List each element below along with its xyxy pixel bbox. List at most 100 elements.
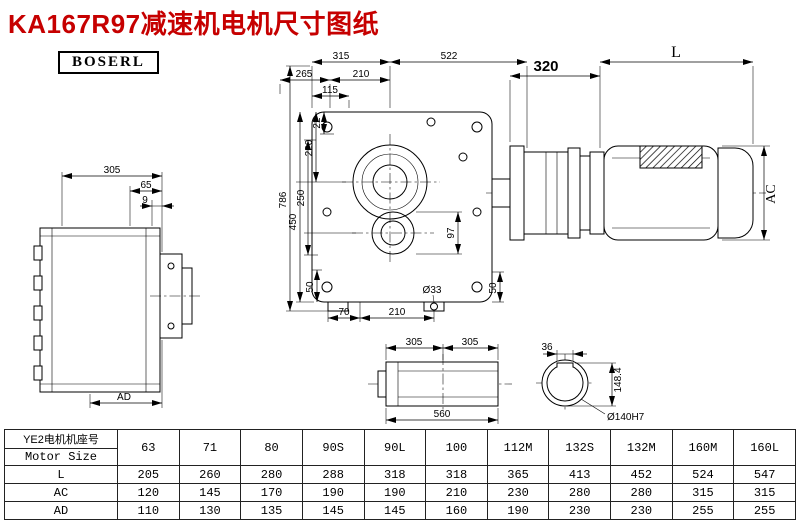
cell: 365 (486, 465, 550, 484)
size-col-header: 160L (733, 429, 796, 466)
size-col-header: 90S (301, 429, 365, 466)
dim-50-left-label: 50 (305, 281, 316, 293)
gearbox-front-view: 315 522 265 210 115 22 220 250 450 786 (278, 51, 528, 322)
dim-450-label: 450 (288, 213, 299, 230)
cell: 318 (363, 465, 427, 484)
dim-9-label: 9 (142, 195, 148, 206)
cell: 315 (733, 483, 796, 502)
dim-210-top-label: 210 (353, 69, 370, 80)
dim-65-label: 65 (140, 180, 152, 191)
dim-36-label: 36 (541, 342, 553, 353)
cell: 135 (240, 501, 303, 520)
dim-70-label: 70 (338, 307, 350, 318)
row-label: AC (4, 483, 118, 502)
dim-ac-label: AC (764, 184, 779, 203)
terminal-box-hatch (639, 145, 703, 169)
page-title: KA167R97减速机电机尺寸图纸 (8, 9, 380, 39)
dim-97-label: 97 (446, 227, 457, 239)
shaft-end-view: 36 148.4 Ø140H7 (536, 342, 645, 423)
input-flange (509, 145, 525, 241)
size-col-header: 100 (425, 429, 488, 466)
brand-logo: BOSERL (58, 51, 159, 74)
table-row-AD: AD 110 130 135 145 145 160 190 230 230 2… (4, 501, 796, 520)
motor-size-table: YE2电机机座号 Motor Size 63 71 80 90S 90L 100… (4, 429, 796, 520)
fan-cowl (717, 147, 754, 239)
size-col-header: 112M (486, 429, 550, 466)
size-col-header: 71 (178, 429, 242, 466)
cell: 524 (671, 465, 735, 484)
dim-148-label: 148.4 (613, 367, 624, 392)
cell: 260 (178, 465, 242, 484)
cell: 230 (610, 501, 673, 520)
dim-250-label: 250 (296, 189, 307, 206)
dim-786-label: 786 (278, 191, 289, 208)
size-col-header: 160M (671, 429, 735, 466)
cell: 210 (425, 483, 488, 502)
gearbox-side-view: 305 65 9 AD (33, 165, 200, 408)
table-row-L: L 205 260 280 288 318 318 365 413 452 52… (4, 465, 796, 484)
dim-522-label: 522 (441, 51, 458, 62)
cell: 145 (363, 501, 427, 520)
dim-305-side-label: 305 (104, 165, 121, 176)
cell: 145 (301, 501, 365, 520)
dim-bore-label: Ø140H7 (607, 412, 645, 423)
dim-210-bottom-label: 210 (389, 307, 406, 318)
cell: 230 (486, 483, 550, 502)
dim-l-label: L (671, 44, 681, 61)
cell: 288 (301, 465, 365, 484)
shaft-body (385, 361, 499, 407)
cell: 120 (117, 483, 180, 502)
cell: 190 (486, 501, 550, 520)
cell: 318 (425, 465, 488, 484)
dim-315-label: 315 (333, 51, 350, 62)
cell: 255 (733, 501, 796, 520)
dim-ad-label: AD (117, 392, 131, 403)
foot-hole-circle (430, 302, 438, 311)
cell: 130 (178, 501, 242, 520)
row-label: L (4, 465, 118, 484)
cell: 160 (425, 501, 488, 520)
cell: 145 (178, 483, 242, 502)
dim-220-label: 220 (304, 139, 315, 156)
cell: 170 (240, 483, 303, 502)
dim-22-label: 22 (312, 117, 323, 129)
motor-frame-label-cn: YE2电机机座号 (5, 431, 117, 449)
size-col-header: 132S (548, 429, 611, 466)
cell: 190 (301, 483, 365, 502)
dim-50-right-label: 50 (488, 282, 499, 294)
cell: 452 (610, 465, 673, 484)
dim-265-label: 265 (296, 69, 313, 80)
dim-305a-label: 305 (406, 337, 423, 348)
table-row-AC: AC 120 145 170 190 190 210 230 280 280 3… (4, 483, 796, 502)
motor-frame-label-en: Motor Size (24, 450, 97, 464)
shaft-end-outer-circle (541, 359, 589, 407)
dim-115-label: 115 (322, 85, 338, 96)
keyway (556, 362, 574, 368)
dim-dia33-label: Ø33 (423, 285, 442, 296)
row-label: AD (4, 501, 118, 520)
cell: 280 (548, 483, 611, 502)
dim-560-label: 560 (434, 409, 451, 420)
size-col-header: 80 (240, 429, 303, 466)
size-col-header: 90L (363, 429, 427, 466)
cell: 190 (363, 483, 427, 502)
cell: 255 (671, 501, 735, 520)
cell: 280 (610, 483, 673, 502)
cell: 413 (548, 465, 611, 484)
motor-assembly-view: 320 L AC (486, 44, 779, 241)
cell: 315 (671, 483, 735, 502)
dim-320-label: 320 (533, 58, 558, 75)
size-col-header: 132M (610, 429, 673, 466)
cell: 110 (117, 501, 180, 520)
cell: 205 (117, 465, 180, 484)
table-header-row: YE2电机机座号 Motor Size 63 71 80 90S 90L 100… (4, 429, 796, 466)
table-corner-cell: YE2电机机座号 Motor Size (4, 429, 118, 466)
cell: 280 (240, 465, 303, 484)
side-view-body (39, 227, 161, 393)
dim-305b-label: 305 (462, 337, 479, 348)
hollow-shaft-view: 305 305 560 (368, 337, 512, 424)
cell: 547 (733, 465, 796, 484)
size-col-header: 63 (117, 429, 180, 466)
cell: 230 (548, 501, 611, 520)
technical-drawing: 305 65 9 AD (33, 44, 779, 424)
